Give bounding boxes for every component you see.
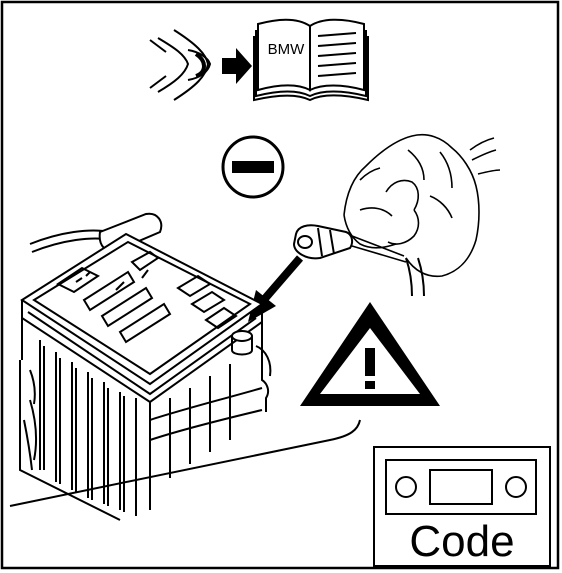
eye-icon bbox=[150, 30, 210, 100]
pointer-arrow-icon bbox=[248, 258, 300, 322]
ground-line bbox=[10, 420, 360, 506]
manual-label: BMW bbox=[268, 41, 306, 58]
minus-circle-icon bbox=[223, 137, 283, 197]
radio-code-label: Code bbox=[409, 517, 514, 566]
manual-book-icon bbox=[254, 20, 368, 100]
warning-triangle-icon bbox=[300, 302, 440, 406]
arrow-right-icon bbox=[222, 48, 252, 84]
battery-icon bbox=[20, 214, 270, 520]
hand-icon bbox=[344, 135, 500, 296]
battery-clamp-icon bbox=[294, 225, 352, 258]
